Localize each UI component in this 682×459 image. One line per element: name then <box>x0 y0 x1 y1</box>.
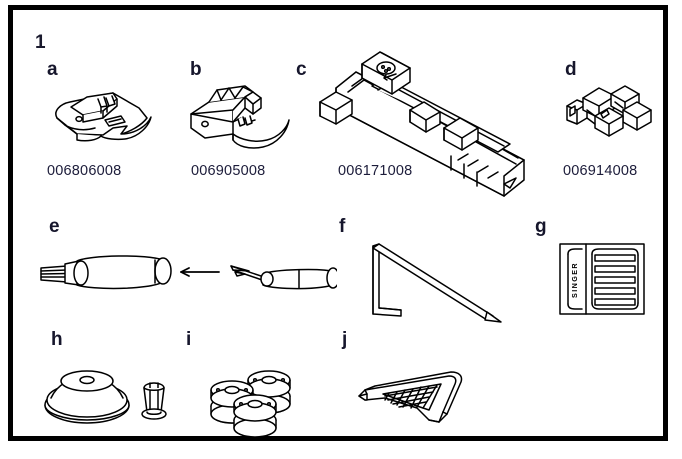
item-letter-g: g <box>535 216 547 237</box>
item-letter-a: a <box>47 59 58 80</box>
part-number-b: 006905008 <box>191 163 266 179</box>
needle-pack-brand-text: SINGER <box>570 262 579 298</box>
item-letter-d: d <box>565 59 577 80</box>
item-letter-i: i <box>186 329 192 350</box>
presser-foot-zipper-icon <box>183 78 303 156</box>
part-number-c: 006171008 <box>338 163 413 179</box>
figure-number: 1 <box>35 32 46 53</box>
presser-foot-all-purpose-icon <box>43 82 163 154</box>
part-number-a: 006806008 <box>47 163 122 179</box>
item-letter-b: b <box>190 59 202 80</box>
bobbins-icon <box>203 358 303 438</box>
button-sewing-foot-icon <box>561 84 657 150</box>
figure-border: 1 a <box>8 5 668 441</box>
part-number-d: 006914008 <box>563 163 638 179</box>
spool-pin-felt-holder-icon <box>355 368 485 430</box>
seam-guide-l-rod-icon <box>365 240 505 324</box>
item-letter-e: e <box>49 216 60 237</box>
item-letter-j: j <box>342 329 348 350</box>
spool-cap-and-holder-icon <box>43 362 173 430</box>
item-letter-c: c <box>296 59 307 80</box>
buttonhole-foot-icon <box>318 48 548 198</box>
lint-brush-seam-ripper-icon <box>37 252 337 300</box>
item-letter-h: h <box>51 329 63 350</box>
needle-pack-icon: SINGER <box>558 242 646 316</box>
item-letter-f: f <box>339 216 346 237</box>
